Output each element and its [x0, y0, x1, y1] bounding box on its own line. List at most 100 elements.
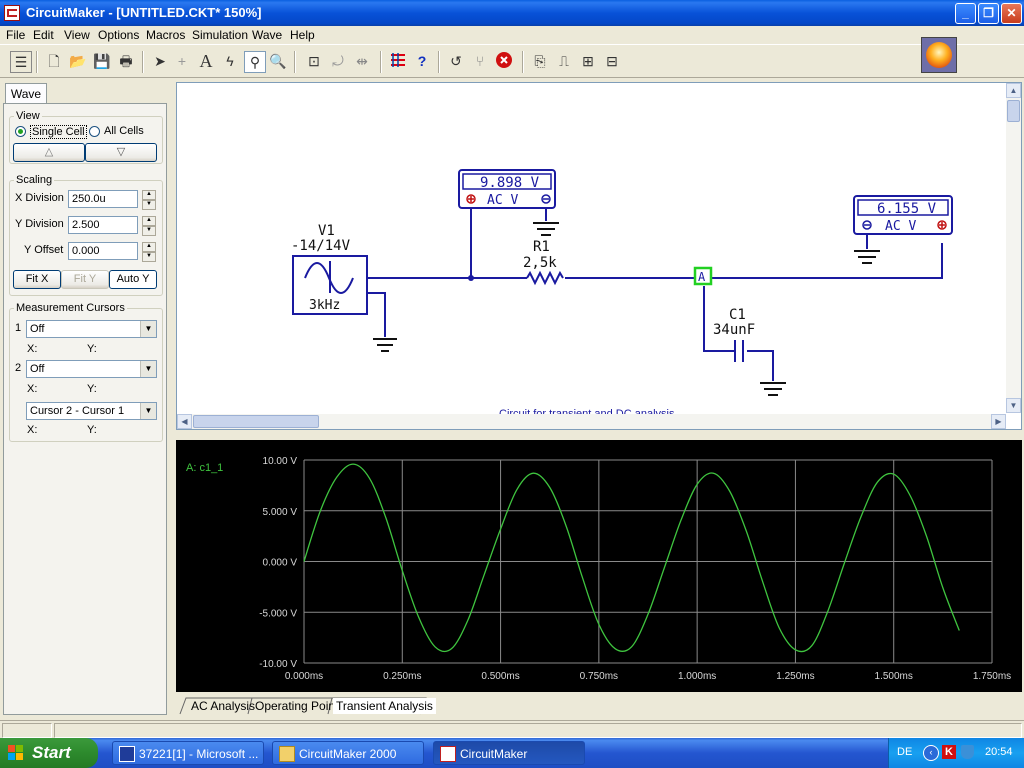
cursor-1-x-label: X:	[27, 343, 38, 355]
wire-tool-icon[interactable]: +	[177, 53, 187, 69]
waveform-chart: A: c1_1 10.00 V5.000 V0.000 V-5.000 V-10…	[186, 456, 1011, 682]
app-icon[interactable]	[4, 5, 20, 21]
cursor-diff-select[interactable]: Cursor 2 - Cursor 1 ▼	[26, 402, 157, 420]
fit-y-button[interactable]: Fit Y	[61, 270, 109, 289]
probe-tool-icon[interactable]: ⚲	[244, 51, 266, 73]
new-file-icon[interactable]: 🗋	[48, 53, 60, 69]
schematic-canvas[interactable]: A 9.898 V AC V 6.155 V AC V V1 -14/14V 3…	[176, 82, 1022, 430]
capacitor-name: C1	[729, 307, 746, 323]
stop-icon[interactable]	[494, 51, 514, 71]
tab-transient-analysis[interactable]: Transient Analysis	[333, 698, 436, 714]
x-tick-label: 1.000ms	[678, 671, 716, 682]
digital-wave-icon[interactable]: ⎍	[559, 53, 569, 69]
menu-options[interactable]: Options	[98, 28, 140, 42]
y-tick-label: 10.00 V	[263, 456, 298, 467]
chevron-down-icon[interactable]: ▼	[140, 361, 156, 377]
status-bar	[0, 720, 1024, 739]
menu-simulation[interactable]: Simulation	[192, 28, 249, 42]
all-cells-label: All Cells	[104, 125, 144, 137]
scroll-up-button[interactable]: △	[13, 143, 85, 162]
y-tick-label: -5.000 V	[259, 608, 297, 619]
chevron-down-icon[interactable]: ▼	[140, 321, 156, 337]
netlist-icon[interactable]	[388, 51, 408, 71]
help-icon[interactable]: ?	[417, 53, 427, 69]
window-title: CircuitMaker - [UNTITLED.CKT* 150%]	[26, 5, 262, 20]
bus-tool-icon[interactable]: ϟ	[226, 53, 234, 69]
meter1-mode: AC V	[487, 193, 518, 208]
scroll-up-arrow-icon[interactable]: ▲	[1006, 83, 1021, 98]
y-offset-spinner[interactable]: ▲▼	[142, 242, 156, 262]
analog-wave-icon[interactable]: ⊞	[582, 53, 594, 69]
meter1-value: 9.898 V	[480, 175, 540, 191]
arrow-tool-icon[interactable]: ➤	[154, 53, 166, 69]
print-icon[interactable]: 🖶	[119, 53, 133, 69]
tab-operating-point[interactable]: Operating Point	[255, 699, 339, 713]
cursor-2-y-label: Y:	[87, 383, 97, 395]
probe-marker	[693, 266, 713, 286]
single-cell-radio[interactable]	[15, 126, 26, 137]
tab-wave[interactable]: Wave	[5, 83, 47, 104]
menu-file[interactable]: File	[6, 28, 26, 42]
source-amplitude: -14/14V	[291, 238, 351, 254]
junction-dot	[468, 275, 474, 281]
scroll-left-arrow-icon[interactable]: ◀	[177, 414, 192, 429]
mirror-icon[interactable]: ⇹	[356, 53, 368, 69]
y-offset-input[interactable]: 0.000	[68, 242, 138, 260]
tile-windows-icon[interactable]: ⊟	[606, 53, 618, 69]
shield-icon[interactable]	[961, 745, 974, 759]
menu-edit[interactable]: Edit	[33, 28, 54, 42]
save-icon[interactable]: 💾	[93, 53, 111, 69]
tab-ac-analysis[interactable]: AC Analysis	[191, 699, 256, 713]
capacitor-symbol	[734, 340, 744, 362]
circuit-drawing: A 9.898 V AC V 6.155 V AC V V1 -14/14V 3…	[291, 169, 953, 420]
menu-macros[interactable]: Macros	[146, 28, 186, 42]
close-button[interactable]: ✕	[1001, 3, 1022, 24]
menu-view[interactable]: View	[64, 28, 90, 42]
y-division-spinner[interactable]: ▲▼	[142, 216, 156, 236]
menu-wave[interactable]: Wave	[252, 28, 283, 42]
x-division-spinner[interactable]: ▲▼	[142, 190, 156, 210]
step-icon[interactable]: ⑂	[475, 53, 485, 69]
auto-y-button[interactable]: Auto Y	[109, 270, 157, 289]
cursor-1-select[interactable]: Off ▼	[26, 320, 157, 338]
cursor-1-value: Off	[30, 323, 45, 335]
chevron-down-icon[interactable]: ▼	[140, 403, 156, 419]
x-division-input[interactable]: 250.0u	[68, 190, 138, 208]
task-circuitmaker[interactable]: CircuitMaker	[433, 741, 585, 765]
scroll-thumb[interactable]	[193, 415, 319, 428]
zoom-tool-icon[interactable]: 🔍	[269, 53, 287, 69]
component-panel-icon[interactable]: ☰	[10, 51, 32, 73]
y-division-input[interactable]: 2.500	[68, 216, 138, 234]
task-circuitmaker-folder[interactable]: CircuitMaker 2000	[272, 741, 424, 765]
menu-help[interactable]: Help	[290, 28, 315, 42]
cursor-diff-value: Cursor 2 - Cursor 1	[30, 405, 125, 417]
minimize-button[interactable]: _	[955, 3, 976, 24]
source-frequency: 3kHz	[309, 298, 340, 313]
zoom-fit-icon[interactable]: ⊡	[308, 53, 320, 69]
fit-x-button[interactable]: Fit X	[13, 270, 61, 289]
all-cells-radio[interactable]	[89, 126, 100, 137]
task-word-document[interactable]: 37221[1] - Microsoft ...	[112, 741, 264, 765]
scroll-thumb[interactable]	[1007, 100, 1020, 122]
x-tick-label: 1.500ms	[875, 671, 913, 682]
schematic-vertical-scrollbar[interactable]: ▲ ▼	[1006, 83, 1021, 413]
text-tool-icon[interactable]: A	[199, 51, 213, 71]
chevron-left-icon[interactable]: ‹	[923, 745, 939, 761]
cursor-2-select[interactable]: Off▼	[26, 360, 157, 378]
analysis-tabs: AC Analysis Operating Point Transient An…	[176, 697, 1022, 715]
schematic-horizontal-scrollbar[interactable]: ◀ ▶	[177, 414, 1006, 429]
scroll-down-arrow-icon[interactable]: ▼	[1006, 398, 1021, 413]
wire-ground-source	[367, 292, 386, 337]
language-indicator[interactable]: DE	[897, 746, 913, 758]
scroll-right-arrow-icon[interactable]: ▶	[991, 414, 1006, 429]
resistor-value: 2,5k	[523, 255, 557, 271]
scroll-down-button[interactable]: ▽	[85, 143, 157, 162]
analysis-setup-icon[interactable]: ⎘	[534, 53, 546, 69]
open-folder-icon[interactable]: 📂	[69, 53, 87, 69]
start-button[interactable]: Start	[0, 738, 98, 768]
rotate-icon[interactable]: ⤾	[332, 53, 344, 69]
maximize-button[interactable]: ❐	[978, 3, 999, 24]
antivirus-icon[interactable]: K	[942, 745, 956, 759]
reset-icon[interactable]: ↺	[450, 53, 462, 69]
